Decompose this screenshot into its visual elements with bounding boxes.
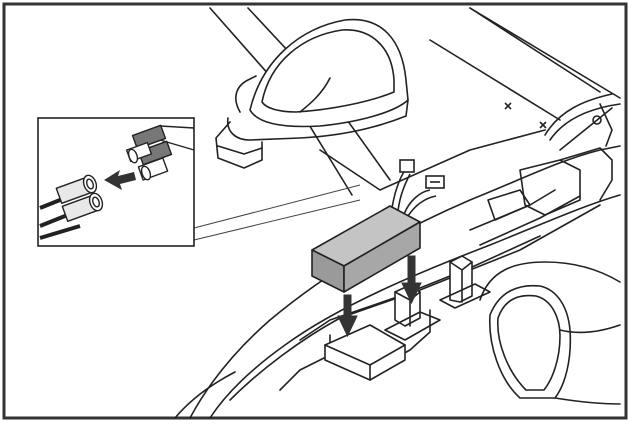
keel-line	[174, 371, 236, 419]
cockpit-rim	[544, 93, 621, 151]
rear-deck	[469, 7, 621, 147]
bay-block	[324, 324, 406, 381]
wing-panel-lines	[319, 7, 601, 191]
connector-detail	[39, 124, 195, 240]
callout-leaders	[193, 184, 361, 241]
x-mark-icon	[504, 102, 547, 129]
battery-leads	[391, 159, 445, 217]
intake-nacelle	[479, 261, 621, 405]
battery-pack	[311, 205, 421, 293]
left-arrow-icon	[104, 170, 136, 190]
canopy	[215, 18, 409, 169]
down-arrow-icon	[337, 255, 422, 338]
fuselage-lower-line	[209, 194, 621, 419]
fuselage-top-line	[209, 7, 391, 196]
rear-bolt	[592, 115, 602, 125]
